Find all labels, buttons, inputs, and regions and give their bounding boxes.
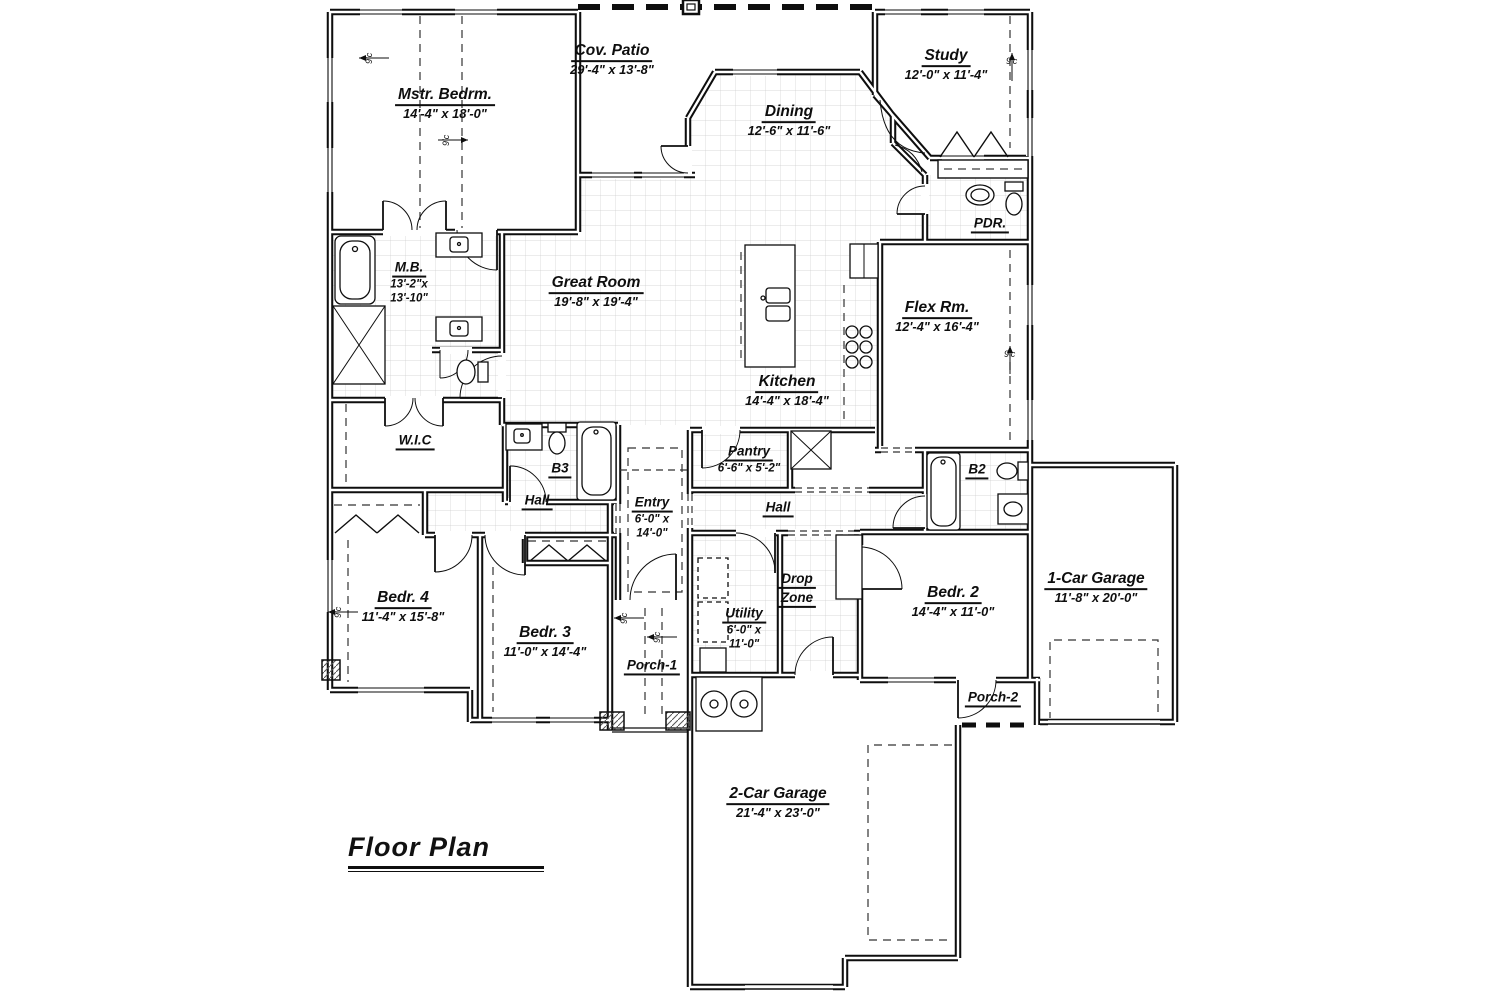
closet-doors bbox=[334, 130, 1029, 562]
walls bbox=[326, 8, 1179, 991]
room-label-entry: Entry 6'-0" x 14'-0" bbox=[631, 494, 673, 541]
room-label-porch1: Porch-1 bbox=[623, 656, 681, 676]
room-label-kitchen: Kitchen 14'-4" x 18'-4" bbox=[745, 373, 829, 409]
fixtures bbox=[332, 181, 1029, 732]
title-underline-2 bbox=[348, 870, 544, 872]
room-label-drop-zone: Drop Zone bbox=[777, 570, 817, 609]
dashed-ceiling-lines bbox=[334, 16, 1159, 941]
drawing-title: Floor Plan bbox=[348, 832, 544, 872]
room-label-mb: M.B. 13'-2"x 13'-10" bbox=[390, 259, 428, 305]
corner-cabinet bbox=[790, 430, 832, 470]
bedr4-closet-doors bbox=[334, 514, 420, 534]
cooktop bbox=[845, 325, 873, 369]
drawing-title-text: Floor Plan bbox=[348, 832, 491, 862]
ceiling-marker: 9'c bbox=[441, 134, 451, 146]
room-label-bedr2: Bedr. 2 14'-4" x 11'-0" bbox=[911, 584, 995, 620]
room-label-porch2: Porch-2 bbox=[964, 688, 1022, 708]
b2-vanity bbox=[997, 493, 1029, 525]
patio-edge bbox=[578, 0, 875, 16]
study-closet-doors bbox=[939, 130, 1009, 158]
room-label-great-room: Great Room 19'-8" x 19'-4" bbox=[548, 274, 644, 310]
refrigerator bbox=[849, 243, 879, 279]
room-label-mstr-bedrm: Mstr. Bedrm. 14'-4" x 18'-0" bbox=[395, 86, 495, 122]
doors bbox=[382, 99, 997, 719]
room-label-pdr: PDR. bbox=[970, 214, 1010, 234]
ceiling-marker: 9'c bbox=[1004, 349, 1016, 359]
ceiling-marker: 9'c bbox=[1006, 56, 1018, 66]
ceiling-marker: 9'c bbox=[333, 606, 343, 618]
room-label-cov-patio: Cov. Patio 29'-4" x 13'-8" bbox=[570, 42, 654, 78]
room-label-pantry: Pantry 6'-6" x 5'-2" bbox=[717, 443, 781, 475]
room-label-b3: B3 bbox=[548, 459, 572, 479]
ceiling-marker: 9'c bbox=[364, 52, 374, 64]
room-label-hall-right: Hall bbox=[762, 498, 794, 518]
room-label-dining: Dining 12'-6" x 11'-6" bbox=[747, 103, 831, 139]
room-label-bedr4: Bedr. 4 11'-4" x 15'-8" bbox=[361, 589, 445, 625]
b3-toilet bbox=[547, 422, 567, 455]
room-label-flex-rm: Flex Rm. 12'-4" x 16'-4" bbox=[895, 299, 979, 335]
room-label-wic: W.I.C bbox=[395, 431, 435, 451]
room-label-bedr3: Bedr. 3 11'-0" x 14'-4" bbox=[503, 624, 587, 660]
pdr-sink bbox=[965, 184, 995, 206]
b2-toilet bbox=[996, 461, 1029, 481]
title-underline-1 bbox=[348, 866, 544, 869]
kitchen-island bbox=[744, 244, 796, 368]
windows bbox=[326, 8, 1034, 724]
dropzone-bench bbox=[835, 534, 863, 600]
room-label-b2: B2 bbox=[965, 460, 989, 480]
room-label-study: Study 12'-0" x 11'-4" bbox=[904, 47, 988, 83]
mb-shower bbox=[332, 305, 386, 385]
ceiling-marker: 9'c bbox=[652, 631, 662, 643]
room-label-1-car-garage: 1-Car Garage 11'-8" x 20'-0" bbox=[1044, 570, 1148, 606]
room-label-2-car-garage: 2-Car Garage 21'-4" x 23'-0" bbox=[726, 785, 830, 821]
porch-piers bbox=[321, 659, 691, 731]
room-label-hall-left: Hall bbox=[521, 491, 553, 511]
b3-tub bbox=[576, 421, 617, 501]
room-label-utility: Utility 6'-0" x 11'-0" bbox=[722, 605, 766, 652]
garage-doors bbox=[612, 718, 1160, 991]
pdr-toilet bbox=[1004, 181, 1024, 216]
bedr3-closet-doors bbox=[529, 544, 607, 562]
b2-tub bbox=[926, 452, 961, 531]
water-heaters bbox=[695, 676, 763, 732]
mb-toilet bbox=[456, 359, 489, 385]
ceiling-markers: 9'c 9'c 9'c 9'c 9'c 9'c 9'c bbox=[328, 52, 1018, 643]
ceiling-marker: 9'c bbox=[619, 612, 629, 624]
